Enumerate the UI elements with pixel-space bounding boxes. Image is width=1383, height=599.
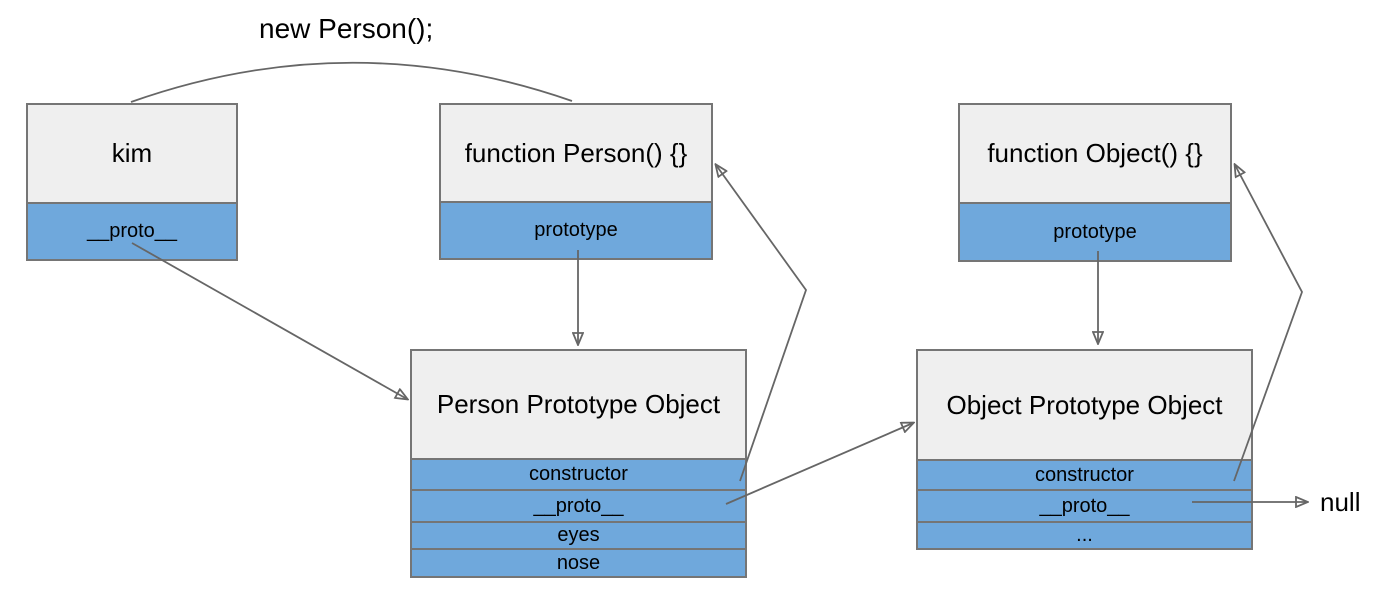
node-object-prototype: Object Prototype Object constructor __pr…	[916, 349, 1253, 550]
node-function-object: function Object() {} prototype	[958, 103, 1232, 262]
node-function-person-title: function Person() {}	[441, 105, 711, 203]
edge-new-person-arc	[130, 61, 573, 103]
node-kim: kim __proto__	[26, 103, 238, 261]
node-person-prototype-row-eyes: eyes	[412, 521, 745, 548]
node-person-prototype-row-nose: nose	[412, 548, 745, 576]
node-function-person-row-prototype: prototype	[441, 203, 711, 258]
node-object-prototype-title: Object Prototype Object	[918, 351, 1251, 461]
node-person-prototype-title: Person Prototype Object	[412, 351, 745, 460]
node-kim-title: kim	[28, 105, 236, 204]
node-object-prototype-row-constructor: constructor	[918, 461, 1251, 489]
node-kim-row-proto: __proto__	[28, 204, 236, 259]
node-object-prototype-row-proto: __proto__	[918, 489, 1251, 521]
null-label: null	[1320, 487, 1361, 517]
node-object-prototype-row-ellipsis: ...	[918, 521, 1251, 548]
node-person-prototype: Person Prototype Object constructor __pr…	[410, 349, 747, 578]
node-person-prototype-row-constructor: constructor	[412, 460, 745, 489]
node-function-person: function Person() {} prototype	[439, 103, 713, 260]
node-function-object-title: function Object() {}	[960, 105, 1230, 204]
edge-person-proto-to-object-prototype	[725, 423, 913, 505]
annotation-new-person: new Person();	[259, 13, 434, 44]
edge-kim-proto-to-person-prototype	[131, 242, 407, 399]
node-person-prototype-row-proto: __proto__	[412, 489, 745, 521]
node-function-object-row-prototype: prototype	[960, 204, 1230, 260]
